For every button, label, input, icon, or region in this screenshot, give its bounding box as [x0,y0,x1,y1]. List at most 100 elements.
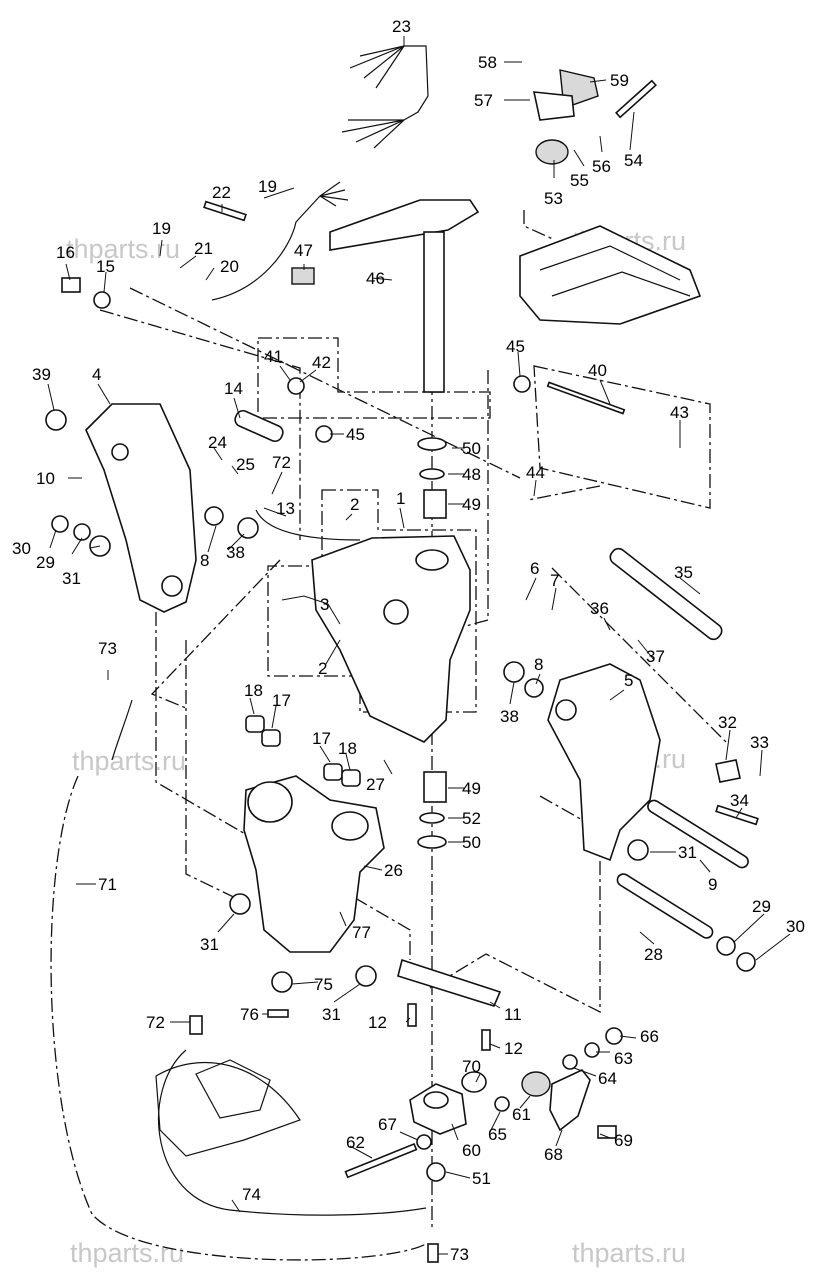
washer-8-right [524,678,544,698]
washer-50-upper [417,437,447,451]
washer-65 [494,1096,510,1112]
callout-52: 52 [462,809,481,828]
callout-39: 39 [32,365,51,384]
callout-23: 23 [392,17,411,36]
callout-44: 44 [526,463,545,482]
washer-8-left [204,506,224,526]
collar-14 [234,409,284,443]
shaft-35 [609,547,723,641]
callout-37: 37 [646,647,665,666]
callout-70: 70 [462,1057,481,1076]
callout-numbers: 23 58 59 57 54 56 55 53 22 19 19 21 20 1… [12,17,805,1264]
callout-36: 36 [590,599,609,618]
callout-38b: 38 [500,707,519,726]
callout-30b: 30 [786,917,805,936]
callout-15: 15 [96,257,115,276]
callout-60: 60 [462,1141,481,1160]
callout-75: 75 [314,975,333,994]
callout-8: 8 [200,551,209,570]
callout-6: 6 [530,559,539,578]
watermark: thparts.ru [572,1238,686,1268]
swivel-shaft-46 [423,231,445,393]
clip-32 [715,759,741,783]
wire-13 [255,509,361,541]
callout-45: 45 [506,337,525,356]
washer-29-left [73,523,91,541]
callout-33: 33 [750,733,769,752]
callout-69: 69 [614,1131,633,1150]
callout-49b: 49 [462,779,481,798]
washer-51 [426,1162,446,1182]
shaft-28 [616,873,714,939]
callout-9: 9 [708,875,717,894]
washer-30-right [736,952,756,972]
callout-58: 58 [478,53,497,72]
callout-7: 7 [550,571,559,590]
clamp-bracket-5 [547,663,661,862]
callout-74: 74 [242,1185,261,1204]
bolt-62 [344,1142,418,1179]
watermark: thparts.ru [72,746,186,776]
callout-72b: 72 [146,1013,165,1032]
callout-1: 1 [396,489,405,508]
bushing-31-right [627,839,649,861]
callout-57: 57 [474,91,493,110]
sensor-61 [521,1071,551,1097]
callout-25: 25 [236,455,255,474]
callout-8b: 8 [534,655,543,674]
bushing-18-lower [341,769,361,787]
callout-55: 55 [570,171,589,190]
bolt-54 [615,79,657,119]
bolt-72-bottom [189,1015,203,1035]
callout-22: 22 [212,183,231,202]
ring-52 [419,812,445,824]
lead-74 [158,1049,427,1216]
callout-28: 28 [644,945,663,964]
callout-29: 29 [36,553,55,572]
callout-26: 26 [384,861,403,880]
callout-19b: 19 [152,219,171,238]
callout-76: 76 [240,1005,259,1024]
callout-11: 11 [504,1005,522,1024]
callout-27: 27 [366,775,385,794]
bolt-22 [203,200,247,222]
callout-50b: 50 [462,833,481,852]
washer-50-lower [417,835,447,849]
callout-2b: 2 [318,659,327,678]
watermark: thparts.ru [70,1238,184,1268]
callout-32: 32 [718,713,737,732]
callout-16: 16 [56,243,75,262]
callout-59: 59 [610,71,629,90]
steering-arm-46 [329,199,480,251]
callout-10: 10 [36,469,55,488]
plate-11 [397,958,502,1007]
swivel-bracket-1 [311,535,471,743]
callout-14: 14 [224,379,243,398]
callout-67: 67 [378,1115,397,1134]
callout-62: 62 [346,1133,365,1152]
bushing-49-upper [423,489,447,519]
rod-40 [546,381,626,415]
ring-48 [419,468,445,480]
bolt-12-left [407,1003,417,1027]
callout-73: 73 [98,639,117,658]
bushing-45-left [315,425,333,443]
callout-13: 13 [276,499,295,518]
callout-30: 30 [12,539,31,558]
bolt-16 [61,277,81,293]
callout-63: 63 [614,1049,633,1068]
callout-29b: 29 [752,897,771,916]
callout-35: 35 [674,563,693,582]
callout-31c: 31 [200,935,219,954]
washer-63 [584,1042,600,1058]
callout-54: 54 [624,151,643,170]
bracket-57 [532,91,575,121]
lower-housing-outline [155,1061,301,1157]
callout-31d: 31 [322,1005,341,1024]
callout-5: 5 [624,671,633,690]
nut-66 [605,1027,623,1045]
watermark: thparts.ru [66,234,180,264]
bushing-38-right [503,661,525,683]
callout-61: 61 [512,1105,531,1124]
